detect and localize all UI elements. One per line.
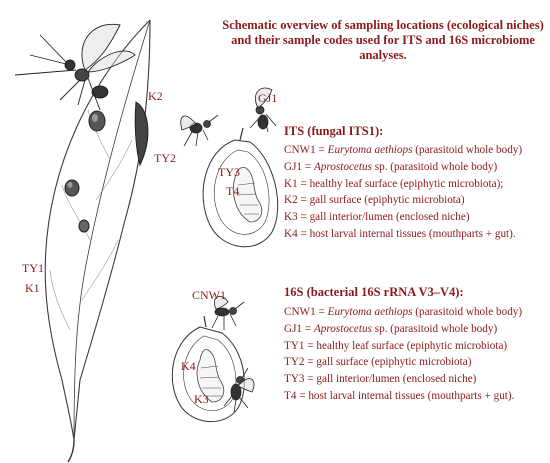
gall-ty2	[134, 101, 149, 167]
its-line: CNW1 = Eurytoma aethiops (parasitoid who…	[284, 144, 523, 156]
leaf-illustration	[44, 19, 151, 463]
label-k2: K2	[148, 89, 163, 103]
gall-small-2	[78, 219, 90, 233]
wasp-on-leaf-icon	[14, 23, 136, 111]
label-ty1: TY1	[22, 261, 44, 275]
its-legend: CNW1 = Eurytoma aethiops (parasitoid who…	[284, 142, 522, 243]
its-heading: ITS (fungal ITS1):	[284, 124, 384, 138]
gall-small-1	[64, 179, 80, 197]
its-line: GJ1 = Aprostocetus sp. (parasitoid whole…	[284, 160, 498, 173]
s16-line: TY3 = gall interior/lumen (enclosed nich…	[284, 373, 477, 386]
gall-cross-section-upper	[202, 127, 279, 248]
s16-line: CNW1 = Eurytoma aethiops (parasitoid who…	[284, 306, 523, 318]
label-ty2: TY2	[154, 151, 176, 165]
label-t4: T4	[226, 184, 239, 198]
wasp-cnw1-upper-icon	[180, 114, 219, 147]
s16-line: TY1 = healthy leaf surface (epiphytic mi…	[284, 339, 508, 352]
larva-lower-icon	[196, 349, 225, 403]
its-line: K1 = healthy leaf surface (epiphytic mic…	[284, 177, 504, 190]
larva-upper-icon	[233, 167, 263, 223]
its-line: K3 = gall interior/lumen (enclosed niche…	[284, 211, 470, 224]
label-ty3: TY3	[218, 165, 240, 179]
wasp-gj1-lower-icon	[223, 367, 255, 413]
gall-k2	[88, 110, 106, 132]
label-gj1: GJ1	[258, 91, 277, 105]
label-k4: K4	[181, 359, 196, 373]
s16-heading: 16S (bacterial 16S rRNA V3–V4):	[284, 285, 464, 299]
s16-line: TY2 = gall surface (epiphytic microbiota…	[284, 356, 472, 369]
s16-line: T4 = host larval internal tissues (mouth…	[284, 389, 515, 402]
gall-cross-section-lower	[171, 315, 245, 423]
label-k1: K1	[25, 281, 40, 295]
s16-legend: CNW1 = Eurytoma aethiops (parasitoid who…	[284, 304, 522, 405]
label-k3: K3	[194, 392, 209, 406]
its-line: K4 = host larval internal tissues (mouth…	[284, 227, 516, 240]
wasp-cnw1-lower-icon	[211, 295, 245, 330]
its-line: K2 = gall surface (epiphytic microbiota)	[284, 194, 465, 207]
label-cnw1: CNW1	[192, 288, 226, 302]
wasp-gj1-upper-icon	[249, 87, 277, 133]
diagram-title: Schematic overview of sampling locations…	[222, 18, 544, 62]
s16-line: GJ1 = Aprostocetus sp. (parasitoid whole…	[284, 322, 498, 335]
